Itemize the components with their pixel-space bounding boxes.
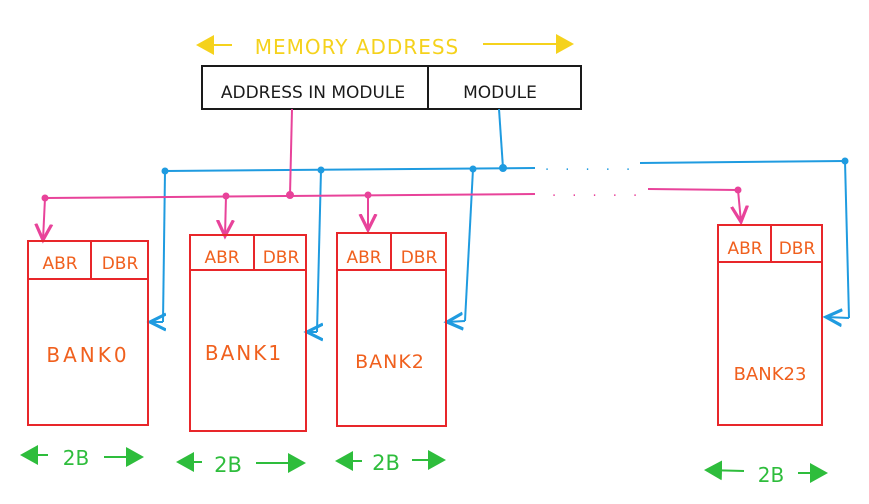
memory-address-title: MEMORY ADDRESS <box>255 35 460 59</box>
bank-23-dbr: DBR <box>779 239 816 259</box>
memory-address-title-group: MEMORY ADDRESS <box>196 34 574 59</box>
width-label-2: 2B <box>335 450 446 475</box>
module-field: MODULE <box>463 83 537 103</box>
module-select-lines <box>150 108 850 332</box>
bank-0-width: 2B <box>63 446 89 470</box>
bank-1-label: BANK1 <box>205 341 283 365</box>
address-lines <box>43 108 742 240</box>
bank-2-dbr: DBR <box>401 248 438 268</box>
bank-23: ABR DBR BANK23 <box>717 224 823 426</box>
width-label-23: 2B <box>704 460 828 487</box>
bank-0-abr: ABR <box>42 254 77 274</box>
address-box: ADDRESS IN MODULE MODULE <box>201 65 582 110</box>
address-in-module-field: ADDRESS IN MODULE <box>221 83 405 103</box>
bank-2: ABR DBR BANK2 <box>336 232 447 427</box>
pink-continuation-dots: . . . . . <box>552 185 643 200</box>
bank-1-abr: ABR <box>204 248 239 268</box>
bank-2-label: BANK2 <box>355 351 425 373</box>
bank-1-dbr: DBR <box>263 248 300 268</box>
bank-23-abr: ABR <box>727 239 762 259</box>
bank-2-width: 2B <box>372 451 400 475</box>
blue-continuation-dots: . . . . . <box>545 159 636 174</box>
width-label-0: 2B <box>20 445 144 470</box>
bank-1-width: 2B <box>214 453 242 477</box>
bank-2-abr: ABR <box>346 248 381 268</box>
bank-23-label: BANK23 <box>734 364 807 385</box>
width-label-1: 2B <box>176 452 306 477</box>
bank-0-dbr: DBR <box>102 254 139 274</box>
bank-0: ABR DBR BANK0 <box>27 240 149 426</box>
bank-23-width: 2B <box>758 463 784 487</box>
bank-0-label: BANK0 <box>46 343 129 367</box>
bank-1: ABR DBR BANK1 <box>189 234 307 432</box>
